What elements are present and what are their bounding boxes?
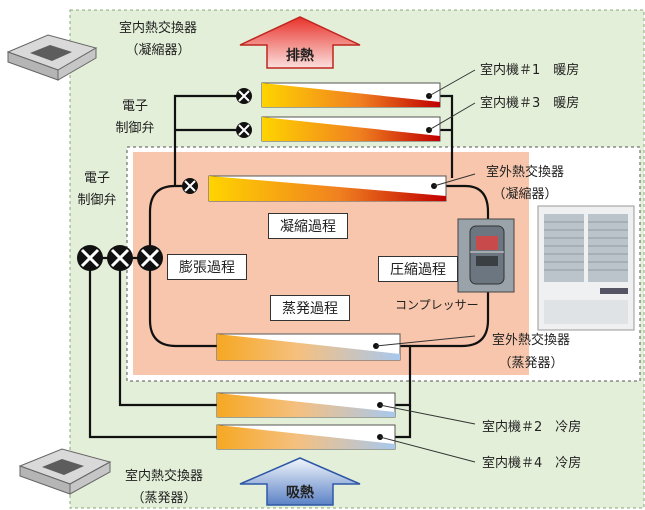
unit3-label: 室内機＃3 暖房 (480, 96, 580, 111)
outdoor-hx-top-line1: 室外熱交換器 (485, 165, 564, 180)
indoor-hx-top-line1: 室内熱交換器 (118, 21, 197, 36)
valve-top-line1: 電子 (121, 99, 148, 114)
process-compress: 圧縮過程 (378, 256, 458, 282)
outdoor-hx-bottom-line2: （蒸発器） (498, 356, 564, 371)
outdoor-hx-bottom-line1: 室外熱交換器 (491, 333, 570, 348)
valve-left-line2: 制御弁 (77, 193, 117, 208)
exhaust-arrow (239, 16, 361, 69)
valve-top-line2: 制御弁 (115, 121, 155, 136)
indoor-hx-bottom-line2: （蒸発器） (131, 491, 197, 506)
indoor-cassette-bottom (18, 448, 112, 495)
small-valves (182, 88, 252, 194)
unit1-label: 室内機＃1 暖房 (480, 63, 580, 78)
outdoor-hx-top-line2: （凝縮器） (492, 187, 558, 202)
large-valves (77, 245, 163, 271)
indoor-cassette-top (6, 34, 98, 81)
compressor-image (457, 218, 515, 293)
compressor-label: コンプレッサー (395, 298, 479, 312)
unit2-label: 室内機＃2 冷房 (482, 420, 582, 435)
outdoor-unit-image (537, 205, 635, 331)
indoor-hx-top-line2: （凝縮器） (125, 43, 191, 58)
process-condense: 凝縮過程 (268, 213, 348, 239)
intake-arrow (239, 457, 361, 506)
exhaust-label: 排熱 (286, 48, 314, 64)
process-expand: 膨張過程 (167, 254, 247, 280)
intake-label: 吸熱 (286, 485, 314, 501)
valve-left-line1: 電子 (83, 171, 110, 186)
process-evaporate: 蒸発過程 (270, 295, 350, 321)
unit4-label: 室内機＃4 冷房 (482, 456, 582, 471)
indoor-hx-bottom-line1: 室内熱交換器 (124, 469, 203, 484)
